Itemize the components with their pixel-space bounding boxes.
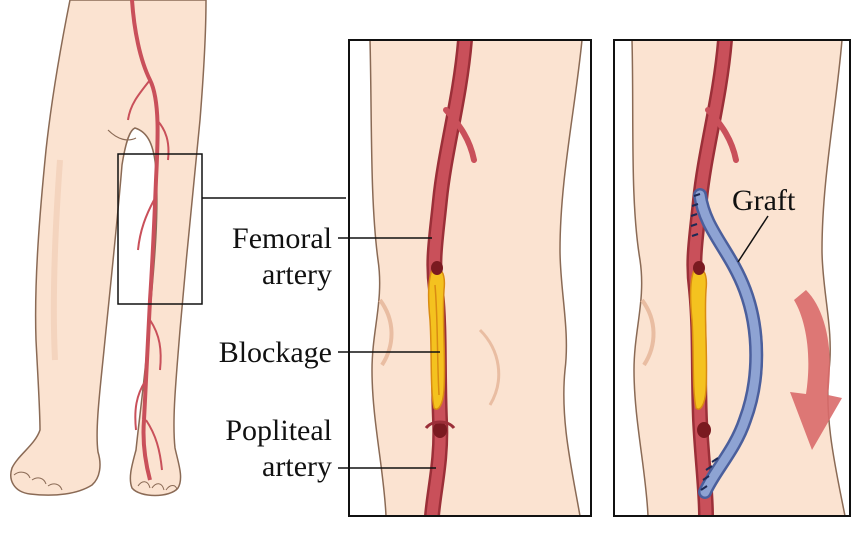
graft-sutures-top: [690, 193, 701, 237]
mini-branch-3: [137, 199, 155, 251]
left-toes: [13, 471, 63, 491]
flow-arrow: [790, 290, 842, 450]
zoom-box: [117, 153, 203, 305]
panel-after: [613, 39, 851, 517]
leg-figure: [10, 0, 346, 497]
right-knee-shade: [640, 298, 656, 367]
groin-crease: [107, 129, 137, 141]
left-leg-shadow: [50, 159, 63, 361]
hip-outline: [10, 0, 207, 497]
mini-branch-6: [145, 419, 163, 471]
panel-before: [338, 39, 592, 517]
graft-sutures-bottom: [700, 457, 719, 491]
blockage-label: Blockage: [219, 336, 332, 369]
panel-before-frame: [348, 39, 592, 517]
mid-leg-skin: [369, 40, 583, 516]
mid-blockage-bottom: [433, 422, 447, 438]
graft-leader: [737, 215, 769, 263]
mini-branch-2: [156, 119, 170, 161]
mid-artery-branch: [443, 107, 477, 163]
graft-label: Graft: [732, 184, 796, 217]
femoral-label-line1: Femoral: [232, 222, 332, 255]
mid-knee-shade: [378, 298, 394, 367]
mini-branch-4: [149, 319, 162, 371]
mini-branch-5: [134, 379, 147, 431]
right-blockage: [689, 267, 708, 410]
popliteal-label-line1: Popliteal: [225, 414, 332, 447]
mini-femoral-artery: [130, 0, 160, 481]
mid-knee-line: [478, 328, 501, 406]
popliteal-label-line2: artery: [262, 450, 332, 483]
mini-branch-1: [127, 79, 151, 121]
mid-blockage-top: [431, 261, 443, 275]
panel-after-frame: [613, 39, 851, 517]
femoral-label-line2: artery: [262, 258, 332, 291]
right-toes: [137, 481, 178, 491]
right-artery-branch: [705, 107, 739, 163]
